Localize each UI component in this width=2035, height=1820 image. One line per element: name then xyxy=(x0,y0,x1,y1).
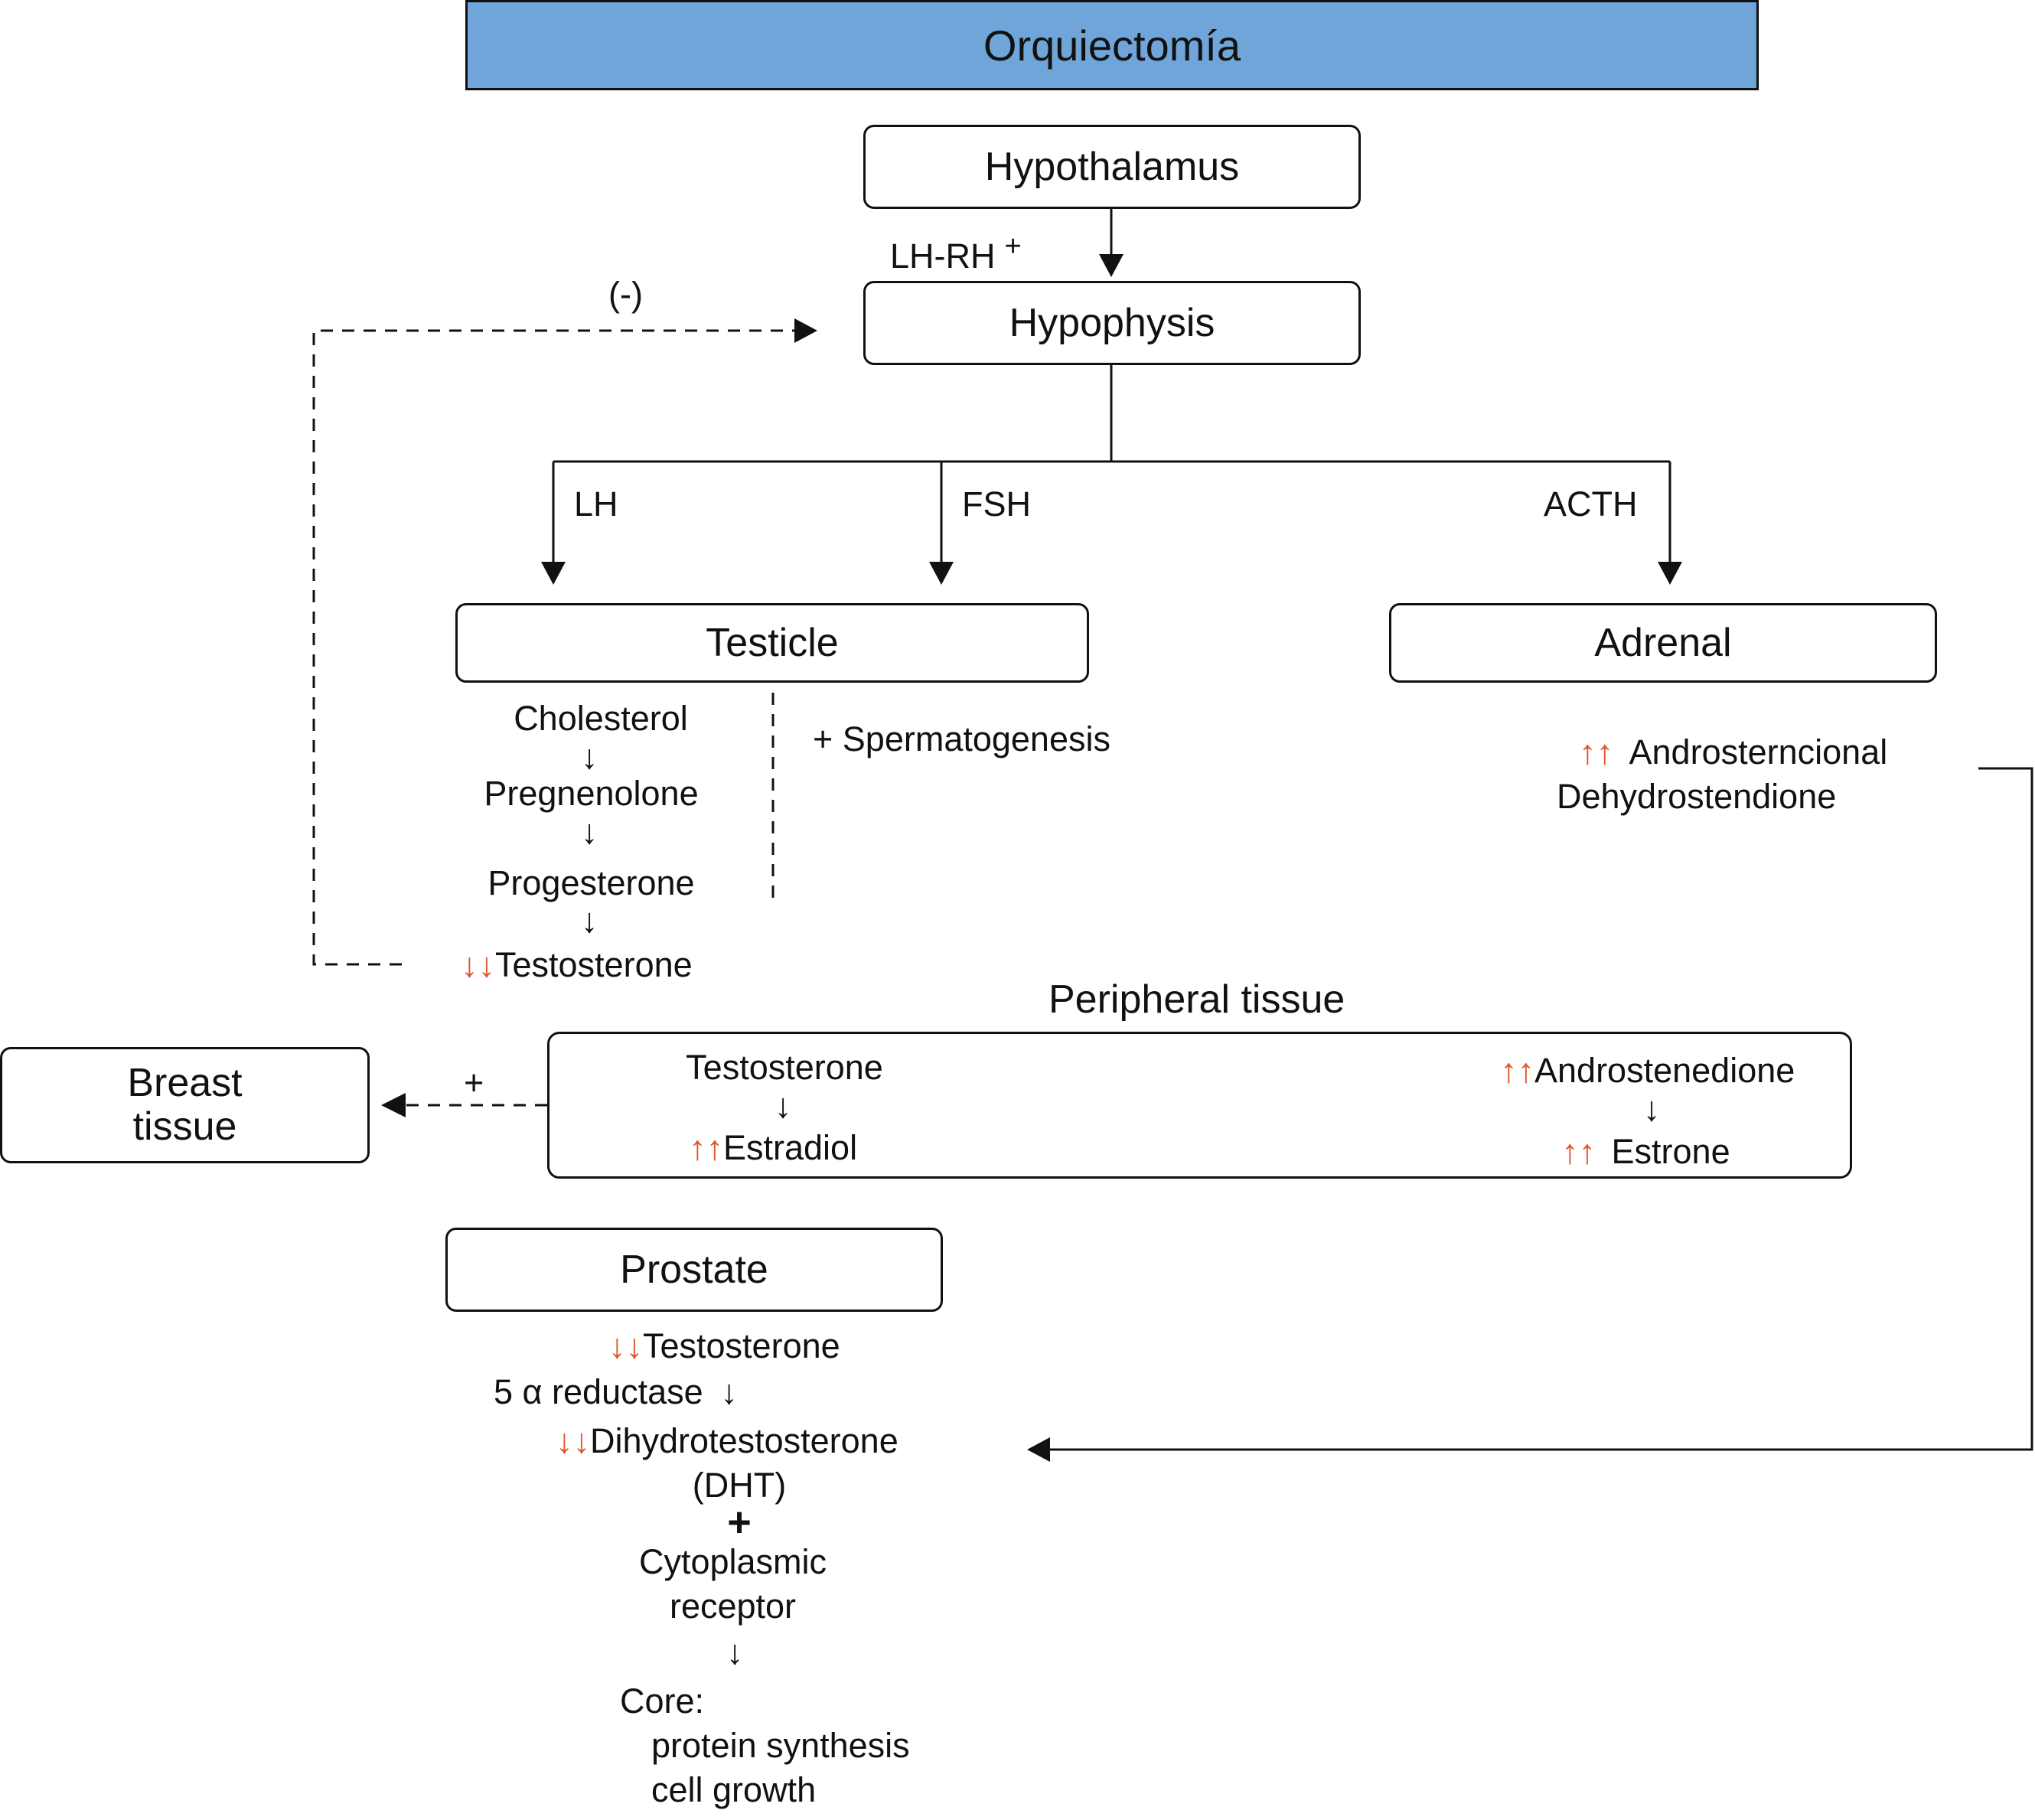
testicle-box: Testicle xyxy=(455,603,1089,683)
breast-tissue-box: Breast tissue xyxy=(0,1047,370,1163)
reductase-row: 5 α reductase ↓ xyxy=(494,1375,738,1409)
down-arrow-icon: ↓ xyxy=(774,1086,792,1125)
feedback-arrowhead xyxy=(794,318,817,343)
lh-label: LH xyxy=(574,484,618,523)
receptor-label: receptor xyxy=(669,1587,797,1626)
feedback-label: (-) xyxy=(608,275,643,314)
down-arrow-icon: ↓ xyxy=(580,737,598,776)
adrenal-label: Adrenal xyxy=(1594,621,1732,665)
testicle-testosterone-label: Testosterone xyxy=(495,945,693,984)
down-arrow-icon: ↓ xyxy=(580,901,598,940)
down-down-arrow-icon: ↓↓ xyxy=(608,1326,643,1365)
cell-growth-label: cell growth xyxy=(651,1770,817,1809)
adrenal-to-prostate-line xyxy=(1050,767,2033,1451)
androstenedione-row: ↑↑Androstenedione xyxy=(1500,1053,1795,1088)
prostate-label: Prostate xyxy=(620,1248,768,1292)
dht-row: ↓↓Dihydrotestosterone xyxy=(556,1424,898,1458)
lh-arrowhead xyxy=(541,562,566,585)
plus-icon: + xyxy=(727,1499,752,1545)
prostate-testosterone-label: Testosterone xyxy=(643,1326,840,1365)
androstenedione-label: Androstenedione xyxy=(1534,1051,1795,1090)
cholesterol-label: Cholesterol xyxy=(514,699,688,738)
fsh-arrowhead xyxy=(929,562,954,585)
lhrh-plus-sign: + xyxy=(1004,230,1022,263)
feedback-dashed-line xyxy=(312,329,796,966)
breast-plus-label: + xyxy=(464,1063,484,1102)
up-up-arrow-icon: ↑↑ xyxy=(689,1128,723,1167)
down-arrow-icon: ↓ xyxy=(1642,1089,1661,1128)
peripheral-tissue-box xyxy=(547,1032,1852,1179)
down-arrow-icon: ↓ xyxy=(580,812,598,851)
acth-arrowhead xyxy=(1658,562,1682,585)
estradiol-row: ↑↑Estradiol xyxy=(689,1130,857,1165)
fsh-label: FSH xyxy=(962,484,1031,523)
up-up-arrow-icon: ↑↑ xyxy=(1500,1051,1534,1090)
prostate-testosterone-row: ↓↓Testosterone xyxy=(608,1329,840,1363)
testicle-label: Testicle xyxy=(706,621,839,665)
down-arrow-icon: ↓ xyxy=(720,1372,738,1411)
dht-abbreviation: (DHT) xyxy=(692,1466,787,1505)
up-up-arrow-icon: ↑↑ xyxy=(1579,732,1613,771)
down-arrow-icon: ↓ xyxy=(726,1632,744,1672)
hypophysis-box: Hypophysis xyxy=(863,281,1361,365)
peripheral-testosterone-label: Testosterone xyxy=(686,1048,883,1087)
dehydrostendione-label: Dehydrostendione xyxy=(1557,777,1837,816)
core-label: Core: xyxy=(620,1681,705,1721)
lhrh-label: LH-RH+ xyxy=(890,230,1022,276)
cytoplasmic-label: Cytoplasmic xyxy=(638,1542,827,1581)
title-banner: Orquiectomía xyxy=(465,0,1759,90)
breast-label-line2: tissue xyxy=(132,1104,237,1149)
protein-synthesis-label: protein synthesis xyxy=(651,1726,910,1765)
hypophysis-label: Hypophysis xyxy=(1009,301,1215,345)
dht-label: Dihydrotestosterone xyxy=(590,1421,898,1460)
estradiol-label: Estradiol xyxy=(723,1128,858,1167)
title-text: Orquiectomía xyxy=(983,21,1241,70)
reductase-label: 5 α reductase xyxy=(494,1372,703,1411)
pregnenolone-label: Pregnenolone xyxy=(484,774,699,813)
breast-arrowhead xyxy=(381,1093,406,1117)
spermatogenesis-label: + Spermatogenesis xyxy=(813,719,1110,758)
lhrh-arrowhead xyxy=(1099,254,1123,277)
acth-label: ACTH xyxy=(1544,484,1638,523)
androsterncional-label: Androsterncional xyxy=(1629,732,1888,771)
testicle-testosterone-row: ↓↓Testosterone xyxy=(461,948,693,982)
hypothalamus-label: Hypothalamus xyxy=(984,145,1240,189)
adrenal-to-prostate-arrowhead xyxy=(1027,1437,1050,1462)
adrenal-product-row: ↑↑ Androsterncional xyxy=(1579,735,1887,769)
up-up-arrow-icon: ↑↑ xyxy=(1561,1132,1596,1171)
adrenal-box: Adrenal xyxy=(1389,603,1937,683)
prostate-box: Prostate xyxy=(445,1228,943,1312)
peripheral-tissue-title: Peripheral tissue xyxy=(1048,977,1345,1022)
estrone-label: Estrone xyxy=(1611,1132,1730,1171)
breast-label-line1: Breast xyxy=(127,1060,243,1105)
estrone-row: ↑↑ Estrone xyxy=(1561,1134,1730,1169)
progesterone-label: Progesterone xyxy=(488,863,695,902)
down-down-arrow-icon: ↓↓ xyxy=(461,945,495,984)
hypothalamus-box: Hypothalamus xyxy=(863,125,1361,209)
down-down-arrow-icon: ↓↓ xyxy=(556,1421,590,1460)
